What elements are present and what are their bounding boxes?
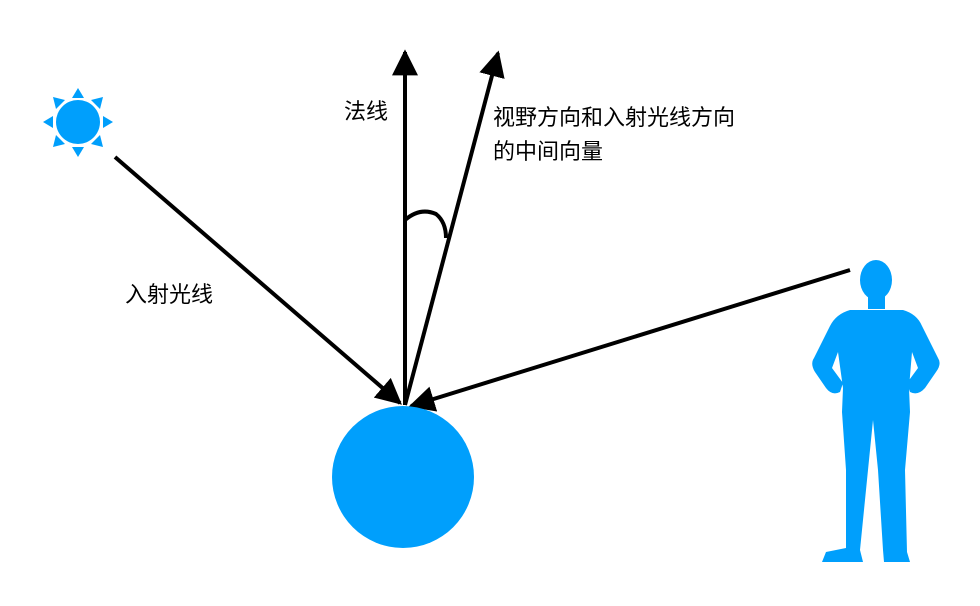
angle-arc (403, 209, 448, 239)
sun-icon (43, 88, 113, 157)
normal-label: 法线 (344, 100, 389, 125)
half-vector-label-line1: 视野方向和入射光线方向 (493, 106, 736, 131)
half-vector-arrow (403, 50, 505, 406)
person-silhouette-icon (812, 260, 940, 562)
sphere (332, 406, 474, 548)
incident-light-label: 入射光线 (125, 283, 214, 308)
incident-light-arrow (113, 155, 402, 405)
half-vector-label-line2: 的中间向量 (493, 140, 604, 165)
half-vector-label: 视野方向和入射光线方向 的中间向量 (493, 102, 735, 170)
view-direction-arrow (408, 268, 851, 412)
